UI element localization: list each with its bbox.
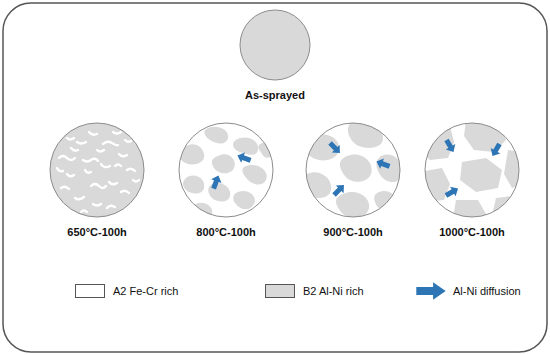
legend-entry: A2 Fe-Cr rich xyxy=(75,283,178,299)
sample-circle: 1000°C-100h xyxy=(425,123,519,240)
legend-text: B2 Al-Ni rich xyxy=(303,285,364,297)
sample-label: 800°C-100h xyxy=(196,226,255,238)
legend-arrow xyxy=(416,282,445,300)
sample-circle: As-sprayed xyxy=(240,10,310,103)
legend-entry: B2 Al-Ni rich xyxy=(265,283,364,299)
fine-microstructure xyxy=(50,123,144,217)
legend-text: A2 Fe-Cr rich xyxy=(113,285,178,297)
sample-circle: 900°C-100h xyxy=(306,123,400,240)
legend-swatch xyxy=(265,284,295,298)
legend-text: Al-Ni diffusion xyxy=(453,285,521,297)
sample-circle: 650°C-100h xyxy=(50,123,144,240)
coarsest-microstructure xyxy=(418,120,524,224)
sample-label: 1000°C-100h xyxy=(439,226,505,238)
sample-label: 650°C-100h xyxy=(67,226,126,238)
legend-spacer xyxy=(413,284,449,298)
sample-label: 900°C-100h xyxy=(323,226,382,238)
coarse-microstructure xyxy=(302,122,402,218)
sample-circle: 800°C-100h xyxy=(179,123,273,240)
sample-label: As-sprayed xyxy=(245,89,305,101)
legend-swatch xyxy=(75,284,105,298)
as-sprayed-circle xyxy=(240,10,310,80)
legend-entry: Al-Ni diffusion xyxy=(413,283,521,299)
frame xyxy=(3,3,547,352)
medium-microstructure xyxy=(179,123,273,219)
